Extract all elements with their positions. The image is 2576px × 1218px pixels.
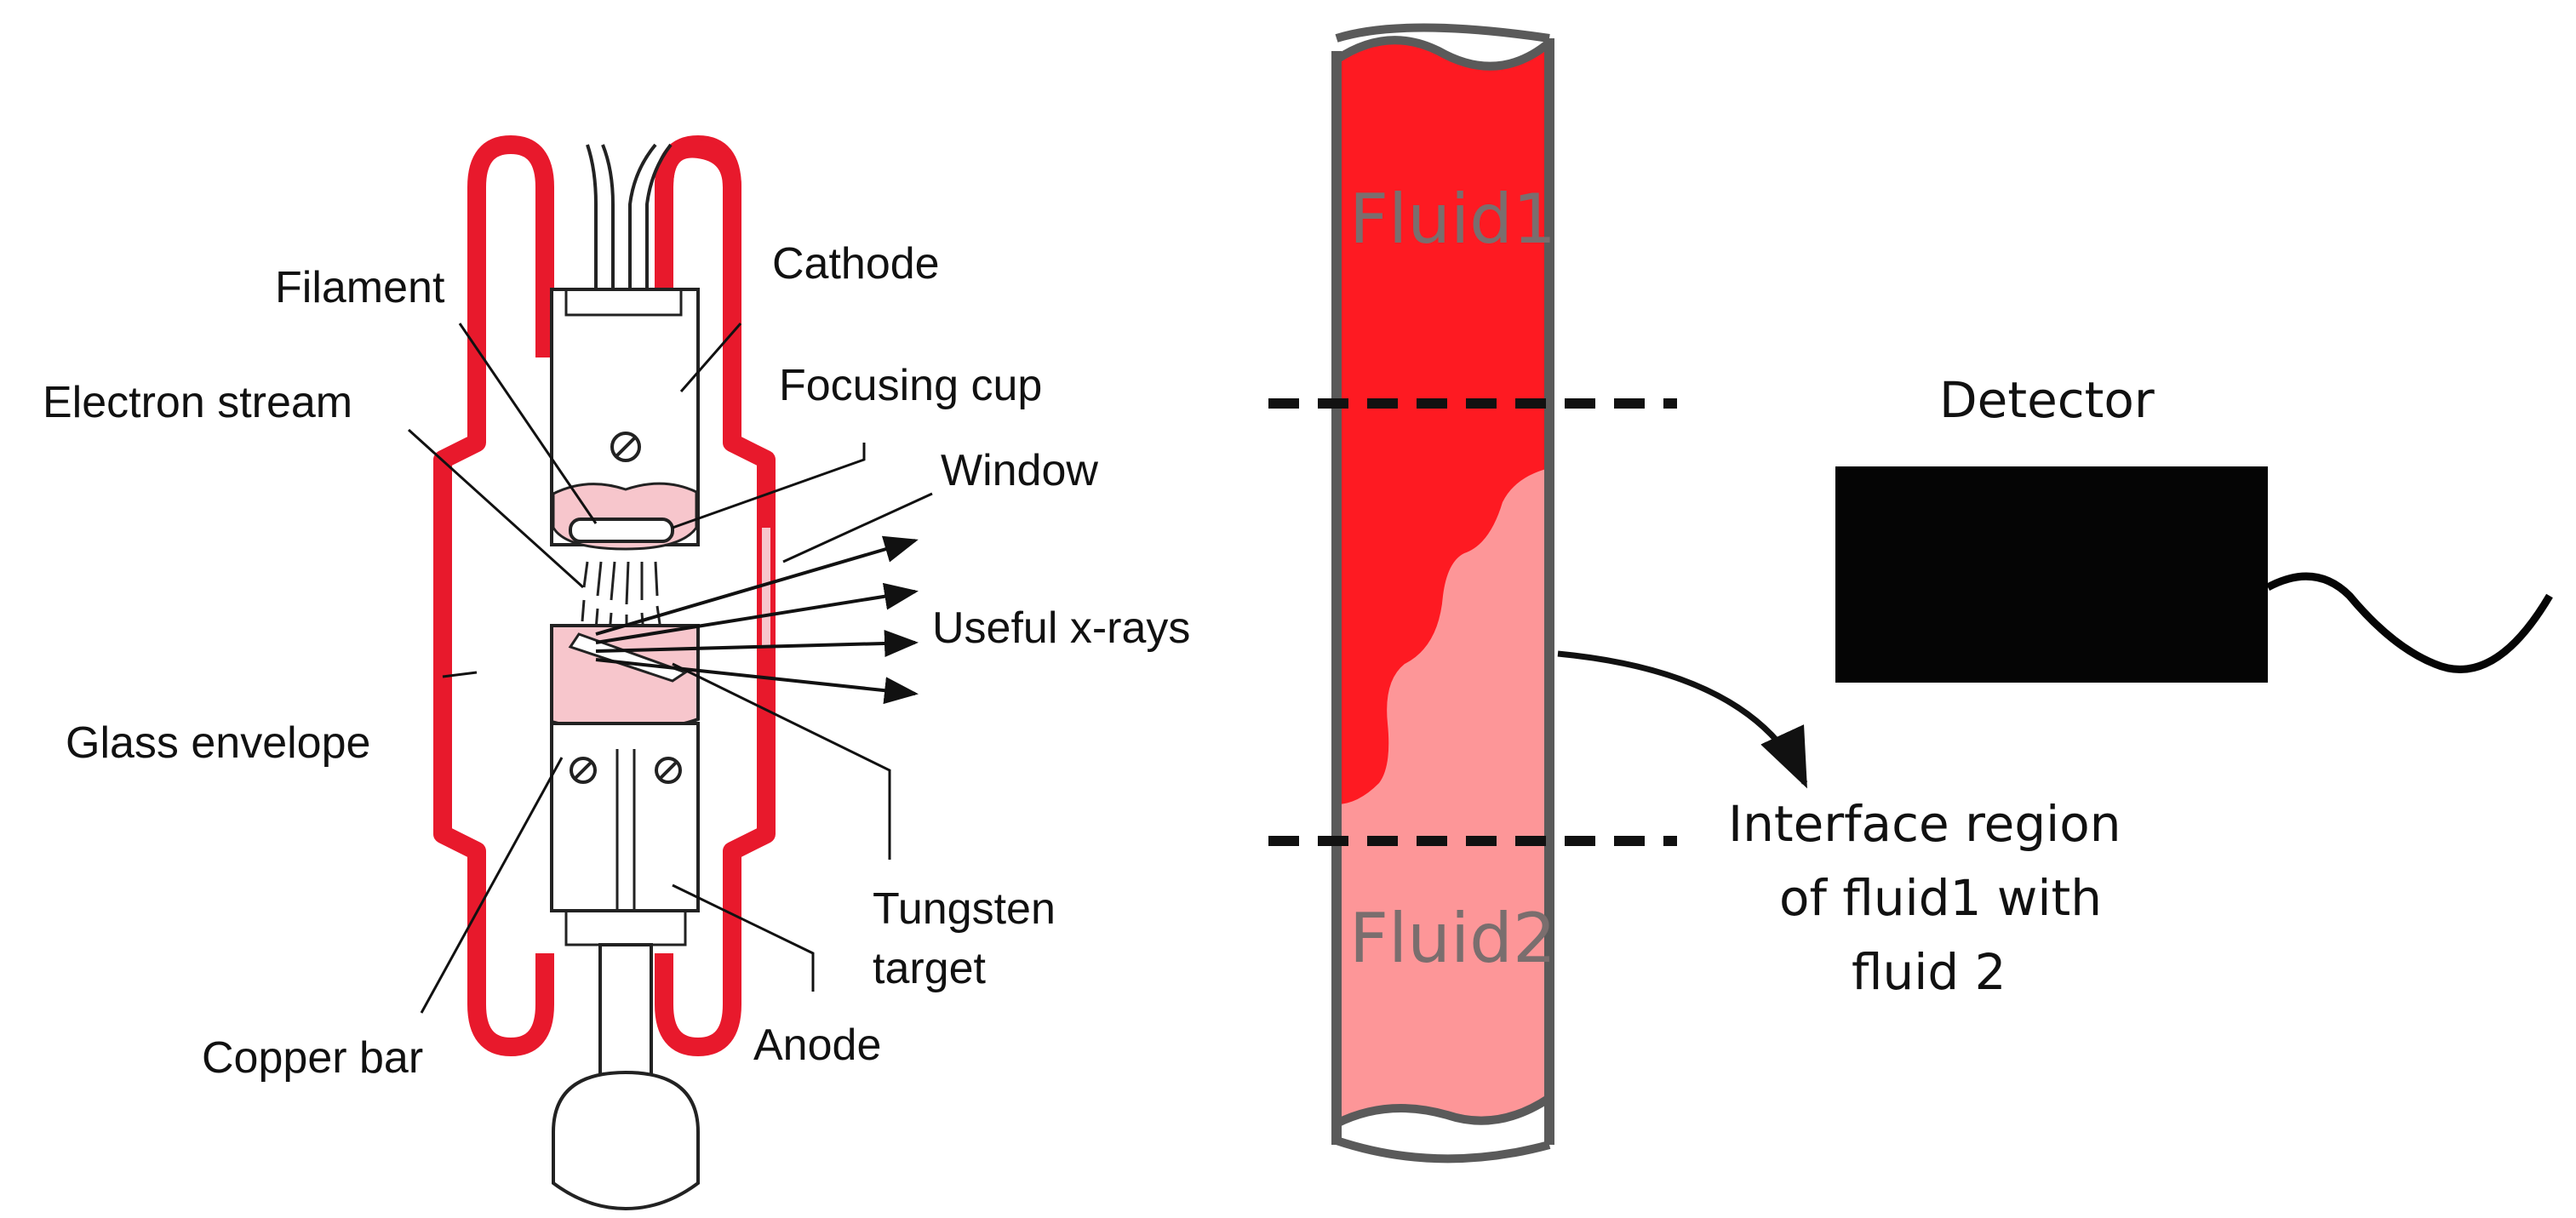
tungsten-target <box>568 632 689 683</box>
leader-lines <box>407 323 933 1014</box>
detector-cable <box>2265 572 2553 673</box>
label-fluid2: Fluid2 <box>1349 899 1556 978</box>
detector-box <box>1835 466 2268 683</box>
useful-xray-arrows <box>595 535 919 705</box>
detector: Detector <box>1835 371 2553 683</box>
label-electron-stream: Electron stream <box>43 378 352 427</box>
anode-stem <box>598 943 653 1083</box>
anode-block <box>550 722 700 912</box>
label-copper-bar: Copper bar <box>202 1033 423 1083</box>
label-anode: Anode <box>753 1021 881 1070</box>
label-detector: Detector <box>1939 371 2155 429</box>
glass-envelope-right <box>655 139 776 1056</box>
xray-tube: Filament Cathode Electron stream Focusin… <box>43 135 1190 1211</box>
label-cathode: Cathode <box>772 239 940 289</box>
label-focusing-cup: Focusing cup <box>779 361 1042 410</box>
label-useful-xrays: Useful x-rays <box>932 603 1190 653</box>
cathode-wire-right <box>628 143 657 289</box>
label-tungsten-target-2: target <box>873 944 987 993</box>
interface-line3: fluid 2 <box>1852 943 2006 1001</box>
interface-arrow <box>1557 650 1808 789</box>
label-filament: Filament <box>275 263 445 312</box>
filament-coil <box>569 518 674 543</box>
label-fluid1: Fluid1 <box>1349 180 1556 259</box>
cathode-top-torn <box>564 289 683 317</box>
interface-line1: Interface region <box>1728 795 2121 853</box>
fluid1-region <box>1337 40 1549 804</box>
cathode-wire-right-2 <box>645 143 673 289</box>
label-glass-envelope: Glass envelope <box>66 718 370 768</box>
anode-bulb <box>552 1070 700 1211</box>
label-tungsten-target-1: Tungsten <box>873 884 1056 934</box>
pipe-top-cut <box>1334 36 1553 71</box>
fluid-pipe: Fluid1 Fluid2 <box>1331 23 1556 1164</box>
interface-label: Interface region of fluid1 with fluid 2 <box>1728 795 2121 1001</box>
pipe-bottom-cut <box>1334 1094 1552 1128</box>
cathode-wire-left-2 <box>601 144 615 289</box>
cathode-wire-left <box>586 144 598 289</box>
label-window: Window <box>941 446 1098 495</box>
interface-line2: of fluid1 with <box>1779 869 2102 927</box>
